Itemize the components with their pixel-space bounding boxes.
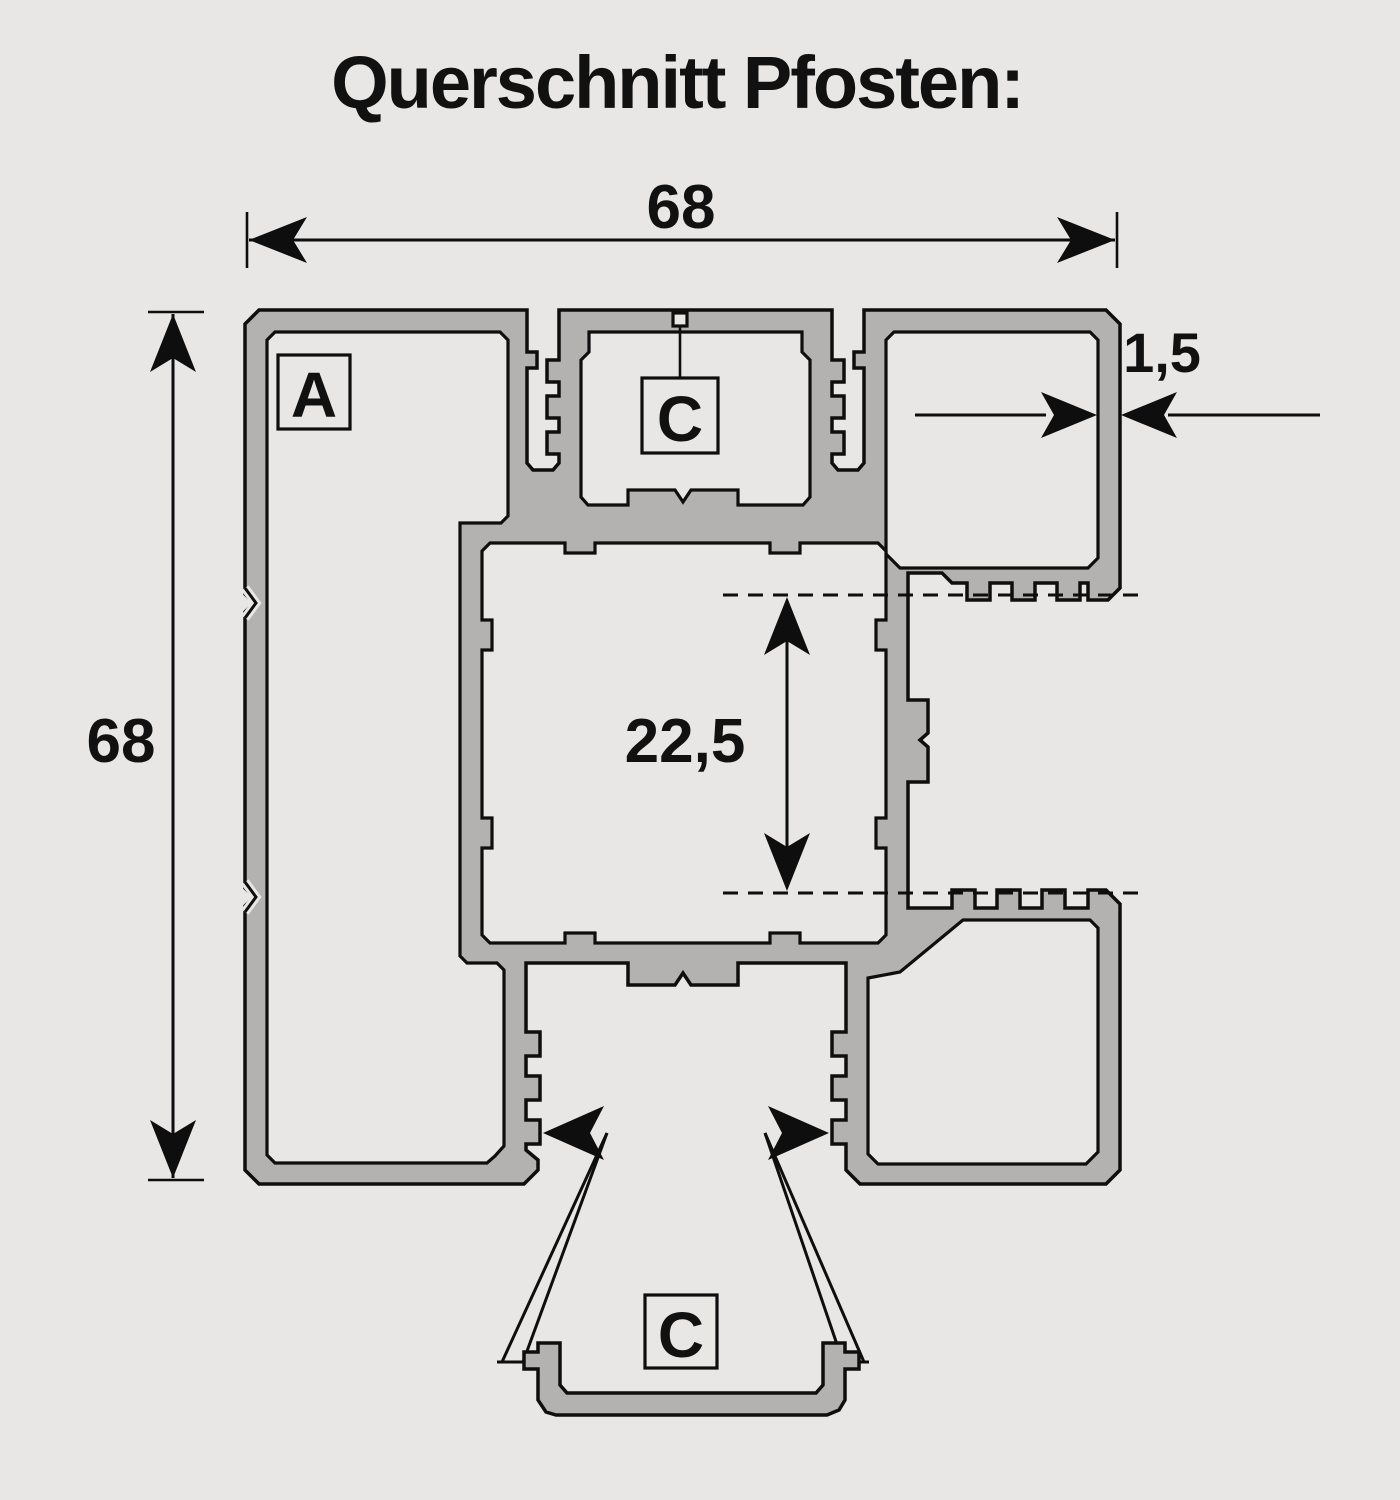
dimension-inner-height: 22,5	[625, 593, 1148, 895]
clip-callout-arrows	[497, 1106, 869, 1364]
chamber-a-letter: A	[291, 359, 337, 431]
chamber-bottom-right-cavity	[866, 918, 1100, 1166]
label-chamber-a: A	[276, 353, 352, 431]
clip-c-letter: C	[658, 1299, 704, 1371]
label-chamber-c-top: C	[640, 311, 720, 455]
callout-arrowhead-left-icon	[543, 1106, 604, 1160]
leader-anchor-square	[671, 311, 689, 328]
profile-body	[241, 308, 1122, 1186]
label-clip-c-bottom: C	[643, 1293, 719, 1371]
callout-arrowhead-right-icon	[768, 1106, 829, 1160]
arrowhead-up-icon	[764, 597, 810, 655]
break-marks	[241, 585, 262, 915]
overall-height-value: 68	[87, 707, 156, 776]
chamber-c-top-letter: C	[657, 383, 703, 455]
arrowhead-left-icon	[249, 217, 307, 263]
wall-thickness-value: 1,5	[1123, 321, 1201, 384]
arrowhead-down-icon	[150, 1120, 196, 1178]
arrowhead-left-icon	[1121, 392, 1177, 438]
chamber-a-cavity	[265, 330, 510, 1165]
arrowhead-up-icon	[150, 314, 196, 372]
arrowhead-down-icon	[764, 833, 810, 891]
arrowhead-right-icon	[1057, 217, 1115, 263]
drawing-title: Querschnitt Pfosten:	[331, 41, 1023, 124]
chamber-center-cavity	[480, 541, 888, 945]
dimension-overall-width: 68	[245, 173, 1119, 268]
overall-width-value: 68	[647, 173, 716, 242]
dimension-wall-thickness: 1,5	[915, 321, 1320, 438]
arrowhead-right-icon	[1041, 392, 1097, 438]
chamber-top-right-cavity	[884, 330, 1100, 570]
clip-profile-part	[522, 1341, 861, 1417]
dimension-overall-height: 68	[87, 310, 204, 1182]
inner-height-value: 22,5	[625, 707, 746, 776]
clip-u-channel	[522, 1341, 861, 1417]
